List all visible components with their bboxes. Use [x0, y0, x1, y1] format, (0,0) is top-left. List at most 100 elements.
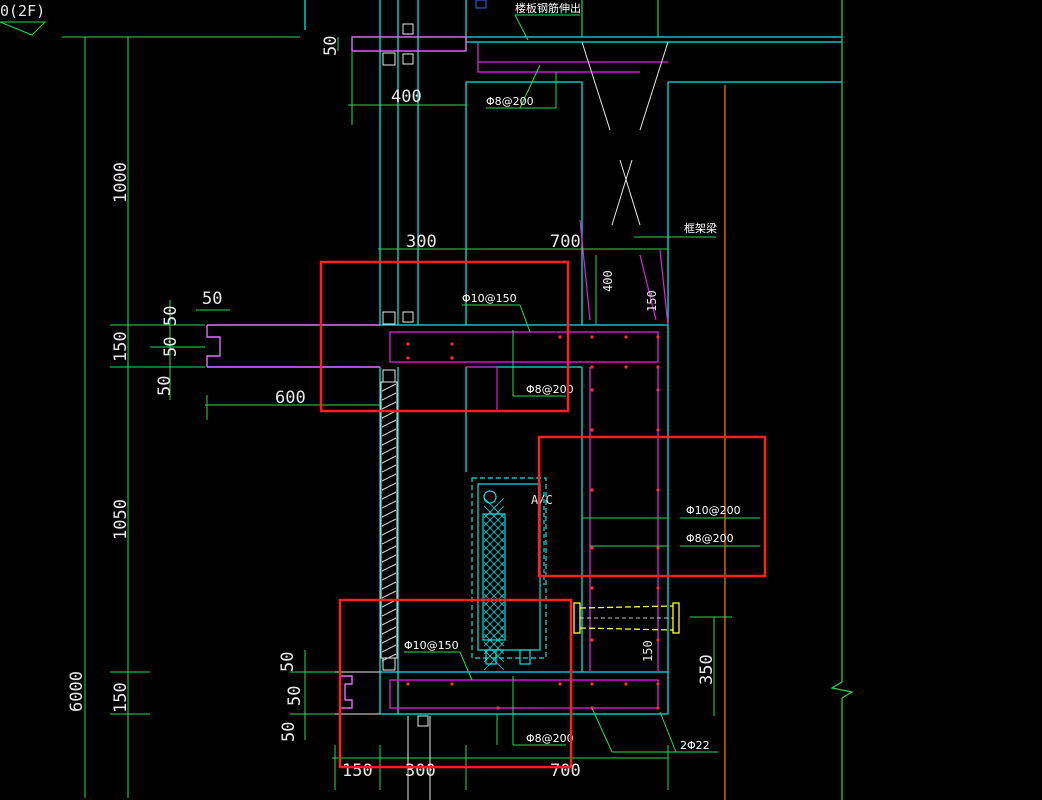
dim-slab-50-d: 50 [155, 376, 175, 396]
anchor-connector [573, 602, 680, 634]
highlight-boxes [319, 260, 767, 769]
hatch-line [381, 581, 397, 590]
top-annotations: 楼板钢筋伸出 Φ8@200 框架梁 [486, 1, 717, 238]
ac-hatch-line [483, 545, 505, 567]
hatch-line [381, 455, 397, 464]
ac-hatch-line [483, 521, 505, 543]
hatch-line [381, 446, 397, 455]
dim-bottom-300: 300 [405, 761, 436, 781]
ac-hatch-line [483, 641, 505, 663]
middle-wall-section [582, 367, 668, 672]
dim-150-depth: 150 [645, 290, 659, 312]
hatch-line [381, 644, 397, 653]
dim-1050: 1050 [111, 499, 131, 540]
dim-slab-50-b: 50 [161, 306, 181, 326]
hatch-line [381, 635, 397, 644]
hatch-line [381, 617, 397, 626]
hatch-line [381, 518, 397, 527]
dim-right-150: 150 [641, 640, 655, 662]
dim-bottom-150: 150 [111, 682, 131, 713]
hatch-line [381, 545, 397, 554]
dim-right-350: 350 [697, 654, 717, 685]
ac-hatch-line [483, 553, 505, 575]
label-frame-beam: 框架梁 [684, 221, 717, 235]
hatch-line [381, 572, 397, 581]
hatch-line [381, 608, 397, 617]
hatch-line [381, 536, 397, 545]
ac-hatch-line [483, 625, 505, 647]
label-lower-phi10: Φ10@150 [404, 639, 459, 652]
floor-level-marker: 0(2F) [0, 2, 300, 38]
hatch-line [381, 563, 397, 572]
upper-slab-box [319, 260, 570, 413]
upper-cantilever-slab [206, 324, 659, 410]
ac-unit-crosshatch [483, 497, 505, 671]
ac-hatch-line [483, 585, 505, 607]
hatch-line [381, 554, 397, 563]
dim-slab-50-c: 50 [161, 337, 181, 357]
dim-bottom-700: 700 [550, 761, 581, 781]
ac-hatch-line [483, 617, 505, 639]
label-mid-phi10: Φ10@200 [686, 504, 741, 517]
label-top-phi8: Φ8@200 [486, 95, 534, 108]
ac-hatch-line [483, 505, 505, 527]
dim-300-upper: 300 [406, 232, 437, 252]
lower-rebar-labels: Φ10@150 Φ8@200 2Φ22 [404, 639, 718, 753]
dim-400-depth: 400 [601, 270, 615, 292]
lower-slab [335, 671, 659, 745]
middle-dimensions: 1050 6000 [67, 499, 131, 712]
hatch-line [381, 482, 397, 491]
ac-hatch-line [483, 649, 505, 671]
lower-rebar-dots [406, 682, 660, 710]
dim-slab-600: 600 [275, 388, 306, 408]
middle-rebar-dots [590, 428, 660, 642]
hatched-wall [380, 381, 398, 662]
ac-hatch-line [483, 609, 505, 631]
hatch-line [381, 626, 397, 635]
ac-hatch-line [483, 561, 505, 583]
top-dimensions: 400 50 1000 300 700 400 150 [111, 36, 668, 325]
right-edge-lines [581, 0, 854, 800]
hatch-line [381, 473, 397, 482]
hatch-line [381, 428, 397, 437]
hatch-line [381, 500, 397, 509]
hatch-line [381, 392, 397, 401]
middle-rebar-labels: Φ10@200 Φ8@200 [680, 504, 760, 547]
hatch-line [381, 509, 397, 518]
ac-hatch-line [483, 513, 505, 535]
top-slab [351, 36, 669, 326]
hatch-line [381, 527, 397, 536]
left-dimension-lines [78, 36, 205, 798]
ac-hatch-line [483, 497, 505, 519]
hatch-line [381, 383, 397, 392]
lower-slab-box [338, 598, 573, 769]
upper-rebar-labels: Φ10@150 Φ8@200 [462, 292, 574, 397]
hatch-line [381, 419, 397, 428]
hatch-line [381, 464, 397, 473]
upper-slab-dimensions: 50 50 50 150 50 600 [111, 289, 380, 420]
ac-hatch-line [483, 601, 505, 623]
label-lower-phi8: Φ8@200 [526, 732, 574, 745]
label-mid-phi8: Φ8@200 [686, 532, 734, 545]
hatch-line [381, 590, 397, 599]
dim-1000: 1000 [111, 162, 131, 203]
ac-hatch-line [483, 593, 505, 615]
ac-hatch-line [483, 569, 505, 591]
hatch-line [381, 401, 397, 410]
ac-hatch-line [483, 537, 505, 559]
dim-slab-50-top: 50 [202, 289, 222, 309]
dim-700-upper: 700 [550, 232, 581, 252]
ac-unit: A/C [471, 477, 553, 671]
hatch-line [381, 491, 397, 500]
hatch-line [381, 437, 397, 446]
label-2phi22: 2Φ22 [680, 739, 710, 752]
middle-wall-box [537, 435, 767, 578]
dim-6000: 6000 [67, 671, 87, 712]
dim-top-50: 50 [321, 36, 341, 56]
hatch-line [381, 653, 397, 662]
dim-bottom-150-w: 150 [342, 761, 373, 781]
ac-hatch-line [483, 529, 505, 551]
floor-tag: 0(2F) [0, 2, 45, 20]
dim-bottom-50-c: 50 [279, 722, 299, 742]
